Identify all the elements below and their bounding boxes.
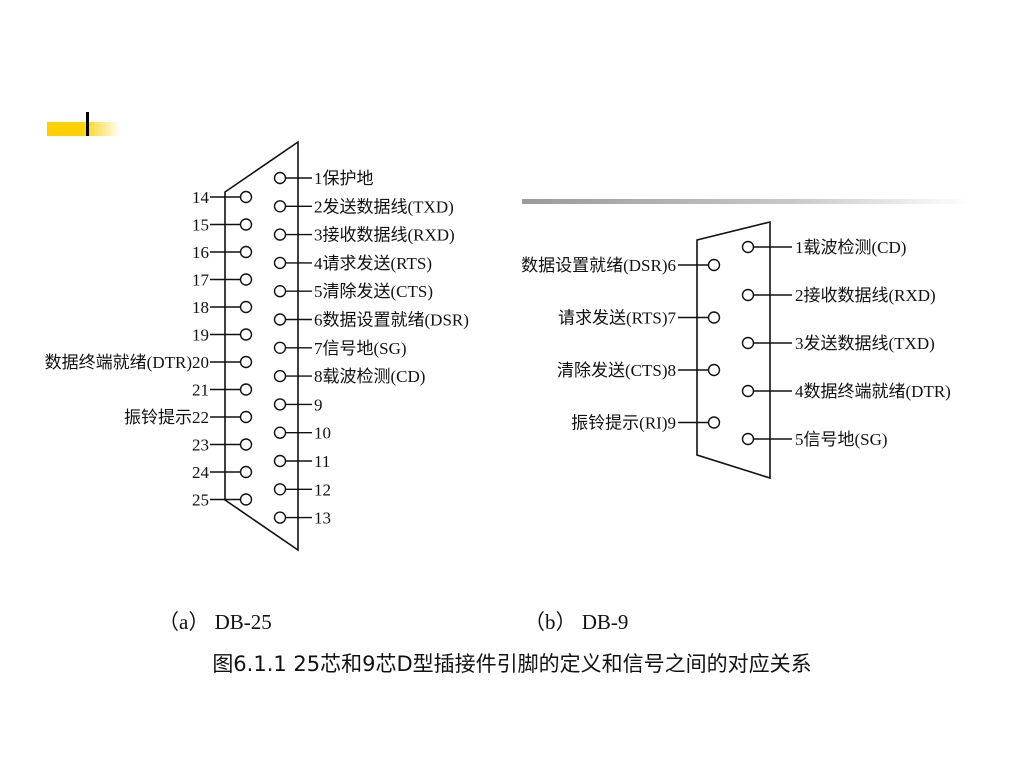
db25-pin-circle: [273, 426, 287, 439]
db25-pin-circle: [273, 454, 287, 468]
db25-pin-label: 10: [314, 424, 331, 443]
db25-pin-label: 8载波检测(CD): [314, 367, 425, 386]
db9-left-pins: 数据设置就绪(DSR)6 请求发送(RTS)7 清除发送(CTS)8 振铃提示(RI)…: [521, 256, 721, 433]
db9-pin-label: 数据设置就绪(DSR)6: [521, 256, 676, 275]
db9-sublabel: （b） DB-9: [524, 610, 629, 634]
connector-diagram: 1保护地 2发送数据线(TXD) 3接收数据线(RXD) 4请求发送(RTS) 5清除发…: [45, 140, 951, 552]
db9-pin-label: 4数据终端就绪(DTR): [795, 382, 951, 401]
db9-pin-circle: [741, 288, 755, 302]
db9-pin-circle: [707, 311, 721, 324]
db25-pin-label: 2发送数据线(TXD): [314, 197, 454, 216]
db25-pin-label: 6数据设置就绪(DSR): [314, 311, 469, 330]
db25-pin-label: 3接收数据线(RXD): [314, 226, 455, 245]
db25-pin-circle: [273, 228, 287, 241]
db9-pin-circle: [707, 258, 721, 272]
db9-pin-label: 振铃提示(RI)9: [571, 414, 676, 433]
db25-pin-circle: [239, 465, 253, 479]
db25-left-pins: 14 15 16 17 18 19 数据终端就绪(DTR)20 21 振铃提示22 23 24 25: [45, 188, 253, 510]
db25-pin-circle: [273, 511, 287, 524]
db25-pin-circle: [273, 171, 287, 185]
db9-pin-circle: [741, 240, 755, 254]
db25-pin-circle: [239, 493, 253, 506]
db9-pin-label: 5信号地(SG): [795, 430, 888, 449]
db25-pin-circle: [273, 341, 287, 354]
db25-pin-label: 振铃提示22: [124, 408, 209, 427]
db25-pin-circle: [273, 313, 287, 326]
db25-connector: 1保护地 2发送数据线(TXD) 3接收数据线(RXD) 4请求发送(RTS) 5清除发…: [45, 140, 469, 552]
db25-pin-circle: [239, 273, 253, 286]
db25-pin-label: 13: [314, 509, 331, 528]
db25-pin-label: 25: [192, 491, 209, 510]
db9-pin-label: 1载波检测(CD): [795, 238, 906, 257]
db25-pin-label: 21: [192, 381, 209, 400]
db25-sublabel: （a） DB-25: [158, 610, 272, 634]
db25-pin-label: 15: [192, 216, 209, 235]
db25-pin-circle: [273, 285, 287, 298]
db25-pin-circle: [239, 410, 253, 424]
db25-pin-label: 16: [192, 243, 209, 262]
db9-pin-circle: [741, 432, 755, 446]
db25-pin-label: 19: [192, 326, 209, 345]
db25-pin-label: 18: [192, 298, 209, 317]
db9-pin-circle: [707, 416, 721, 429]
figure-caption: 图6.1.1 25芯和9芯D型插接件引脚的定义和信号之间的对应关系: [212, 652, 812, 676]
db25-pin-label: 23: [192, 436, 209, 455]
db25-pin-label: 24: [192, 463, 210, 482]
db9-shell: [696, 220, 771, 480]
db25-pin-circle: [239, 328, 253, 341]
db25-pin-circle: [239, 218, 253, 231]
db25-pin-circle: [239, 438, 253, 451]
db25-pin-circle: [239, 245, 253, 259]
db25-pin-label: 9: [314, 395, 323, 414]
db25-pin-label: 14: [192, 188, 210, 207]
db25-pin-circle: [239, 190, 253, 204]
db25-pin-circle: [273, 200, 287, 213]
db25-pin-label: 17: [192, 271, 210, 290]
db9-pin-circle: [741, 336, 755, 350]
db25-pin-label: 4请求发送(RTS): [314, 254, 432, 273]
db25-pin-label: 5清除发送(CTS): [314, 282, 433, 301]
decorative-gray-rule: [522, 199, 972, 204]
db25-pin-label: 1保护地: [314, 169, 374, 188]
db9-right-pins: 1载波检测(CD) 2接收数据线(RXD) 3发送数据线(TXD) 4数据终端就绪(D…: [741, 238, 951, 449]
db25-pin-circle: [239, 300, 253, 314]
db9-pin-label: 3发送数据线(TXD): [795, 334, 935, 353]
db9-pin-circle: [707, 363, 721, 377]
db25-pin-label: 12: [314, 480, 331, 499]
db9-pin-label: 请求发送(RTS)7: [558, 309, 676, 328]
db25-pin-circle: [273, 256, 287, 270]
decorative-yellow-bar: [47, 122, 121, 136]
db25-pin-circle: [273, 398, 287, 411]
db25-pin-circle: [239, 355, 253, 369]
db25-right-pins: 1保护地 2发送数据线(TXD) 3接收数据线(RXD) 4请求发送(RTS) 5清除发…: [273, 169, 469, 528]
db25-pin-circle: [239, 383, 253, 396]
db9-pin-label: 2接收数据线(RXD): [795, 286, 936, 305]
db25-pin-circle: [273, 483, 287, 496]
decorative-tick: [86, 112, 89, 136]
db25-pin-label: 11: [314, 452, 330, 471]
db25-pin-label: 数据终端就绪(DTR)20: [45, 353, 209, 372]
db25-pin-label: 7信号地(SG): [314, 339, 407, 358]
db9-connector: 1载波检测(CD) 2接收数据线(RXD) 3发送数据线(TXD) 4数据终端就绪(D…: [521, 220, 951, 480]
db25-pin-circle: [273, 369, 287, 383]
db9-pin-label: 清除发送(CTS)8: [557, 361, 676, 380]
db9-pin-circle: [741, 384, 755, 398]
